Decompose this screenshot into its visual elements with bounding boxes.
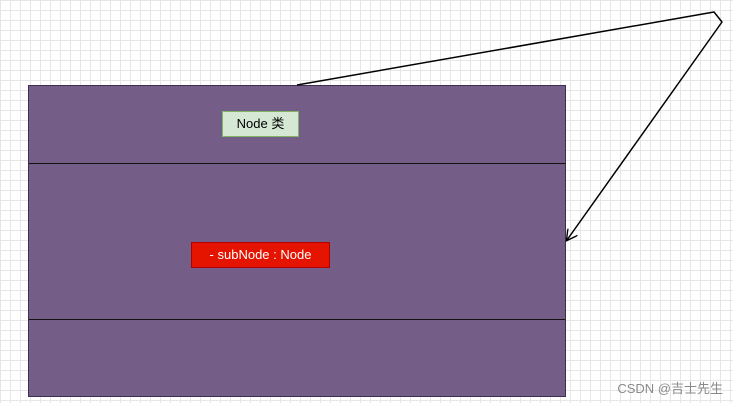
compartment-divider-bottom: [29, 319, 565, 320]
class-name-label[interactable]: Node 类: [222, 111, 299, 137]
node-class-box[interactable]: Node 类 - subNode : Node: [28, 85, 566, 397]
watermark-text: CSDN @吉士先生: [617, 381, 723, 396]
subnode-field-label[interactable]: - subNode : Node: [191, 242, 330, 268]
compartment-divider-top: [29, 163, 565, 164]
